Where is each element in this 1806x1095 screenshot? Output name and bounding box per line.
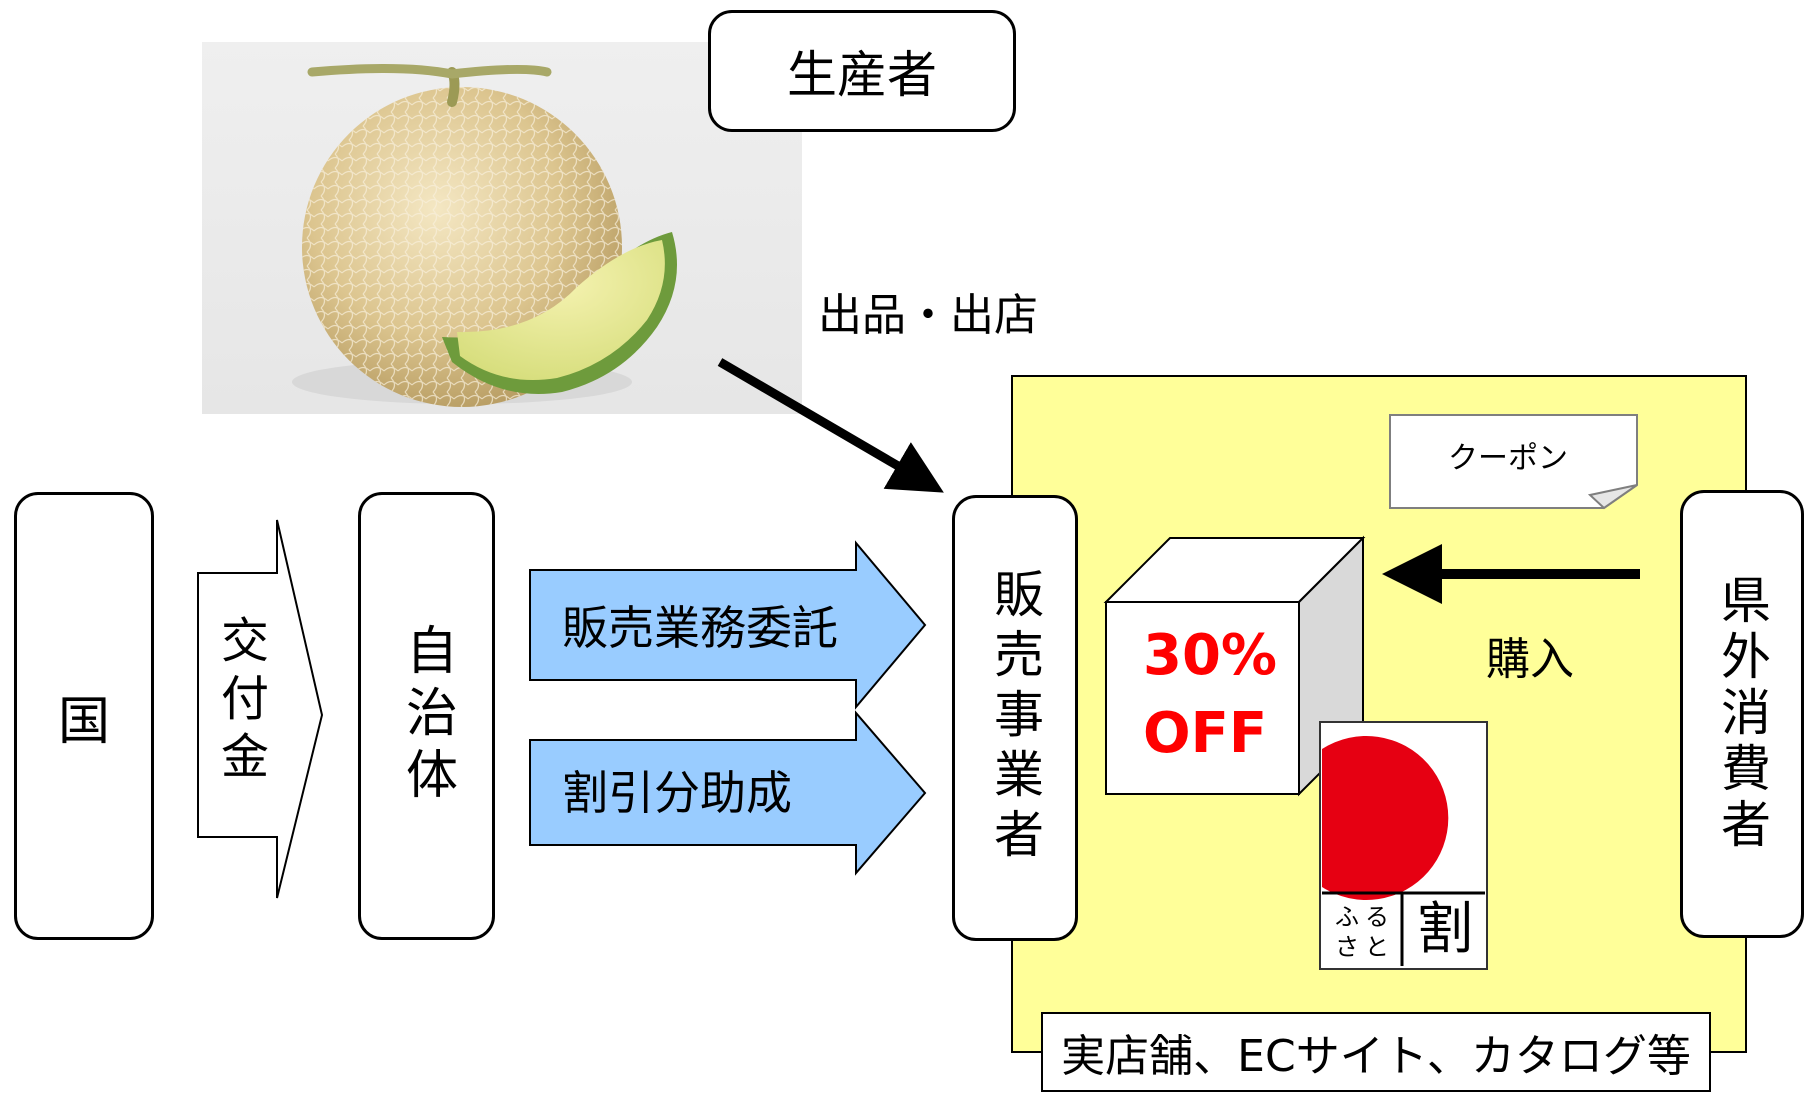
purchase-label: 購入 bbox=[1486, 634, 1574, 685]
logo-small-top: ふる bbox=[1335, 903, 1395, 931]
subsidy-label: 割引分助成 bbox=[562, 766, 792, 820]
municipality-label: 自治体 bbox=[396, 623, 457, 809]
country-node: 国 bbox=[14, 492, 154, 940]
store-channels-box: 実店舗、ECサイト、カタログ等 bbox=[1041, 1012, 1711, 1092]
consignment-arrow bbox=[529, 540, 927, 710]
furusato-wari-logo bbox=[1319, 721, 1488, 970]
consumer-node: 県外消費者 bbox=[1680, 490, 1804, 938]
store-channels-label: 実店舗、ECサイト、カタログ等 bbox=[1061, 1031, 1691, 1082]
producer-node: 生産者 bbox=[708, 10, 1016, 132]
logo-big-char: 割 bbox=[1417, 897, 1473, 962]
seller-label: 販売事業者 bbox=[986, 568, 1044, 868]
consignment-label: 販売業務委託 bbox=[562, 601, 838, 655]
grant-label: 交付金 bbox=[212, 615, 268, 789]
listing-arrow bbox=[717, 358, 944, 493]
country-label: 国 bbox=[57, 691, 110, 752]
listing-label: 出品・出店 bbox=[818, 290, 1038, 341]
coupon-label: クーポン bbox=[1448, 441, 1568, 476]
producer-label: 生産者 bbox=[787, 46, 937, 104]
melon-photo bbox=[202, 42, 802, 414]
discount-line1: 30% bbox=[1143, 623, 1278, 688]
discount-line2: OFF bbox=[1143, 701, 1268, 766]
logo-small-bottom: さと bbox=[1335, 933, 1395, 961]
grant-arrow bbox=[197, 519, 324, 899]
seller-node: 販売事業者 bbox=[952, 495, 1078, 941]
discount-cube bbox=[1103, 535, 1366, 797]
consumer-label: 県外消費者 bbox=[1713, 574, 1771, 854]
municipality-node: 自治体 bbox=[358, 492, 495, 940]
subsidy-arrow bbox=[529, 710, 927, 876]
